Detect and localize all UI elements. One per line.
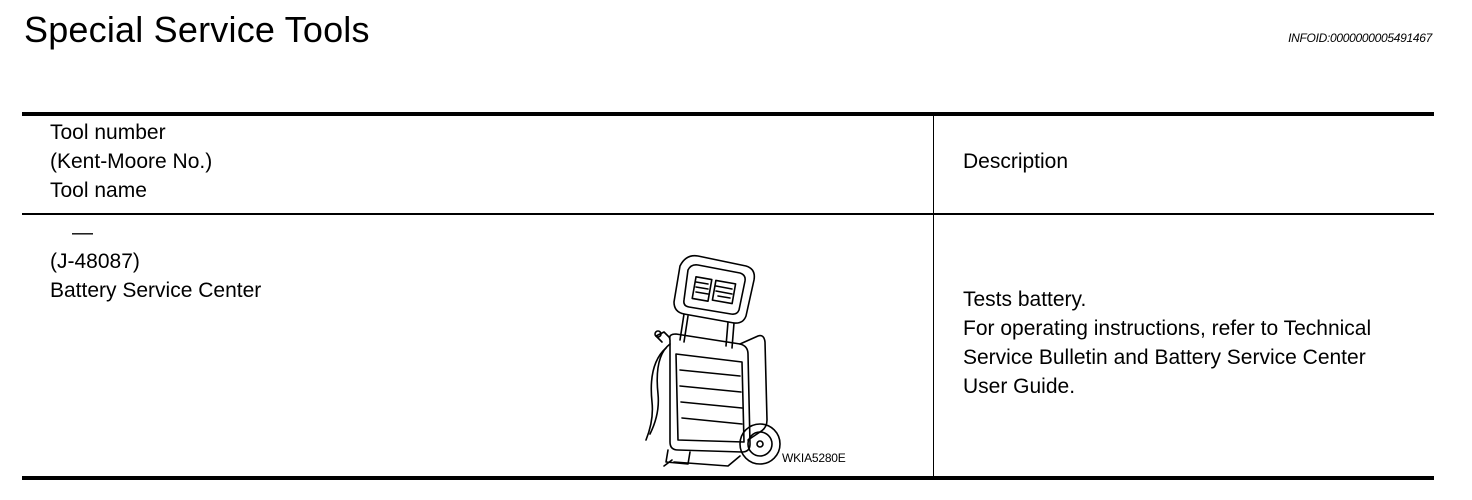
page-title: Special Service Tools bbox=[24, 9, 370, 50]
description-line: Tests battery. bbox=[963, 288, 1087, 311]
description-line: User Guide. bbox=[963, 375, 1076, 398]
header-kent-moore-no: (Kent-Moore No.) bbox=[50, 150, 213, 173]
header-tool-name: Tool name bbox=[50, 179, 147, 202]
info-id: INFOID:0000000005491467 bbox=[1288, 31, 1432, 45]
description-line: Service Bulletin and Battery Service Cen… bbox=[963, 346, 1366, 369]
header-tool-number: Tool number bbox=[50, 121, 166, 144]
battery-service-center-illustration bbox=[645, 254, 781, 467]
tool-name: Battery Service Center bbox=[50, 279, 262, 302]
kent-moore-number: (J-48087) bbox=[50, 250, 140, 273]
table-header-rule bbox=[22, 213, 1434, 215]
header-tool-column: Tool number (Kent-Moore No.) Tool name bbox=[50, 118, 212, 205]
header-description: Description bbox=[963, 150, 1069, 173]
table-row-description: Tests battery. For operating instruction… bbox=[963, 285, 1371, 401]
table-top-rule bbox=[22, 112, 1434, 116]
table-bottom-rule bbox=[22, 476, 1434, 480]
figure-code: WKIA5280E bbox=[782, 451, 846, 465]
tool-number-value: — bbox=[72, 221, 93, 244]
column-divider bbox=[933, 116, 934, 476]
table-row-tool-cell: — (J-48087) Battery Service Center bbox=[50, 218, 261, 305]
special-service-tools-table: Tool number (Kent-Moore No.) Tool name D… bbox=[22, 112, 1434, 480]
description-line: For operating instructions, refer to Tec… bbox=[963, 317, 1372, 340]
